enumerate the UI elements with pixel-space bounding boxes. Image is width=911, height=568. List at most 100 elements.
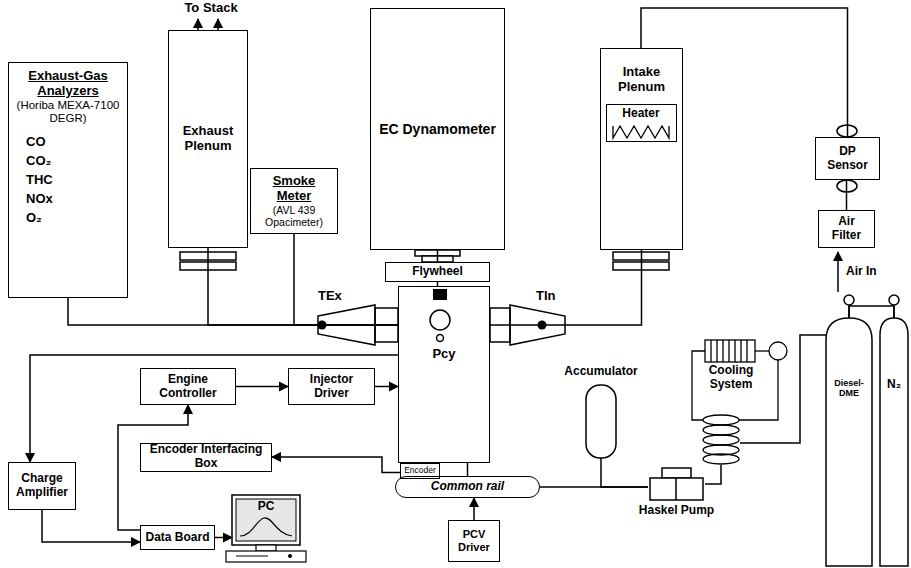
node-text: Intake Plenum — [604, 65, 679, 95]
heater-coil — [613, 126, 669, 138]
connector — [641, 8, 848, 137]
node-text: Haskel Pump — [628, 504, 725, 518]
node-text: Exhaust Plenum — [172, 124, 244, 154]
screen-trace — [240, 518, 292, 536]
node-text: Common rail — [431, 480, 504, 494]
connector — [467, 463, 469, 476]
connector — [272, 457, 400, 473]
haskel-pump: Haskel Pump — [648, 468, 705, 500]
pc-box: PC — [232, 495, 300, 545]
coolant-line — [755, 350, 769, 351]
node-text: Encoder Interfacing Box — [144, 443, 268, 471]
connector — [42, 510, 140, 542]
common-rail: Common rail — [395, 476, 540, 498]
node-text: Exhaust-Gas Analyzers — [12, 69, 124, 99]
connector — [294, 234, 398, 325]
keyboard-keys — [236, 556, 268, 557]
connector — [705, 465, 721, 484]
connector — [437, 250, 439, 262]
pcv-driver-box: PCV Driver — [448, 520, 500, 562]
connector — [601, 458, 648, 487]
controller-box: Engine Controller — [140, 368, 236, 405]
node-text: Pcy — [432, 347, 455, 362]
pump-head — [662, 468, 691, 478]
monitor-frame — [232, 495, 300, 545]
flywheel-box: Flywheel — [385, 262, 490, 282]
gas-cylinders — [826, 295, 908, 566]
sensor-label: TEx — [318, 289, 352, 304]
coil-turn — [703, 435, 739, 445]
stack-arrows — [198, 19, 218, 30]
sensor-box: DP Sensor — [815, 137, 880, 180]
connector — [68, 298, 398, 325]
coil-turn — [703, 415, 739, 425]
engine-internals — [430, 289, 450, 342]
accumulator-tank — [586, 385, 616, 458]
node-text: Charge Amplifier — [12, 472, 72, 500]
node-text: Air Filter — [822, 215, 871, 243]
node-text: Heater — [622, 107, 659, 121]
connector — [375, 386, 398, 388]
node-text: Smoke Meter — [254, 174, 334, 204]
node-text: Accumulator — [556, 365, 646, 379]
node-text: PC — [258, 500, 275, 514]
engine-box: Pcy — [398, 286, 490, 463]
gas-cylinder — [880, 318, 908, 566]
connector — [236, 386, 288, 388]
gas-cylinder: Diesel-DME — [826, 318, 872, 565]
stack-arrow — [217, 19, 219, 30]
radiator — [705, 340, 755, 362]
valve — [844, 295, 854, 305]
interface-box: Encoder Interfacing Box — [140, 443, 272, 472]
stack-arrow — [197, 19, 199, 30]
gas-cylinder: N₂ — [880, 318, 908, 565]
heater-element — [613, 126, 669, 138]
cooling-loop — [692, 340, 787, 464]
node-text: Diesel-DME — [829, 378, 869, 399]
haskel-pump-symbol — [650, 468, 703, 500]
monitor-stand — [256, 545, 276, 551]
filter-box: Air Filter — [818, 210, 875, 248]
cylinder — [430, 310, 450, 330]
gas-cylinder — [826, 318, 872, 566]
driver-box: Injector Driver — [288, 368, 375, 405]
amplifier-box: Charge Amplifier — [8, 462, 76, 510]
instrument-box: Smoke Meter(AVL 439 Opacimeter) — [250, 168, 338, 234]
node-text: EC Dynamometer — [379, 121, 496, 137]
connector — [215, 537, 232, 539]
accumulator: Accumulator — [586, 385, 616, 458]
keyboard — [226, 551, 306, 562]
connector — [490, 250, 642, 325]
pressure-transducer — [437, 335, 444, 342]
keyboard-button — [288, 554, 292, 558]
pump-piston — [675, 478, 677, 500]
node-text: Cooling System — [698, 364, 764, 392]
plenum-box: Intake PlenumHeater — [600, 48, 683, 250]
node-text: Data Board — [145, 531, 209, 545]
connector — [473, 498, 475, 520]
node-text: CO — [26, 133, 46, 152]
sensor-label: TIn — [536, 289, 570, 304]
node-text: Encoder — [404, 466, 436, 476]
connector — [846, 180, 848, 210]
data-board-box: Data Board — [140, 525, 215, 550]
monitor-screen — [236, 499, 296, 541]
valve — [889, 295, 899, 305]
analyzer-box: Exhaust-Gas Analyzers(Horiba MEXA-7100 D… — [8, 62, 128, 298]
node-text: O₂ — [26, 209, 42, 228]
inlet-label: Air In — [846, 265, 906, 279]
node-text: PCV Driver — [452, 528, 496, 553]
node-text: Engine Controller — [144, 373, 232, 401]
coolant-line — [692, 351, 705, 420]
radiator-fins — [711, 340, 747, 362]
dynamometer-box: EC Dynamometer — [370, 8, 505, 250]
connector — [118, 405, 188, 530]
injector — [433, 289, 447, 300]
coil-turn — [703, 454, 739, 464]
connector — [740, 335, 826, 443]
air-in-arrow — [837, 252, 839, 292]
node-text: (Horiba MEXA-7100 DEGR) — [12, 99, 124, 125]
outlet-label: To Stack — [168, 1, 254, 16]
heater-box: Heater — [606, 104, 677, 142]
